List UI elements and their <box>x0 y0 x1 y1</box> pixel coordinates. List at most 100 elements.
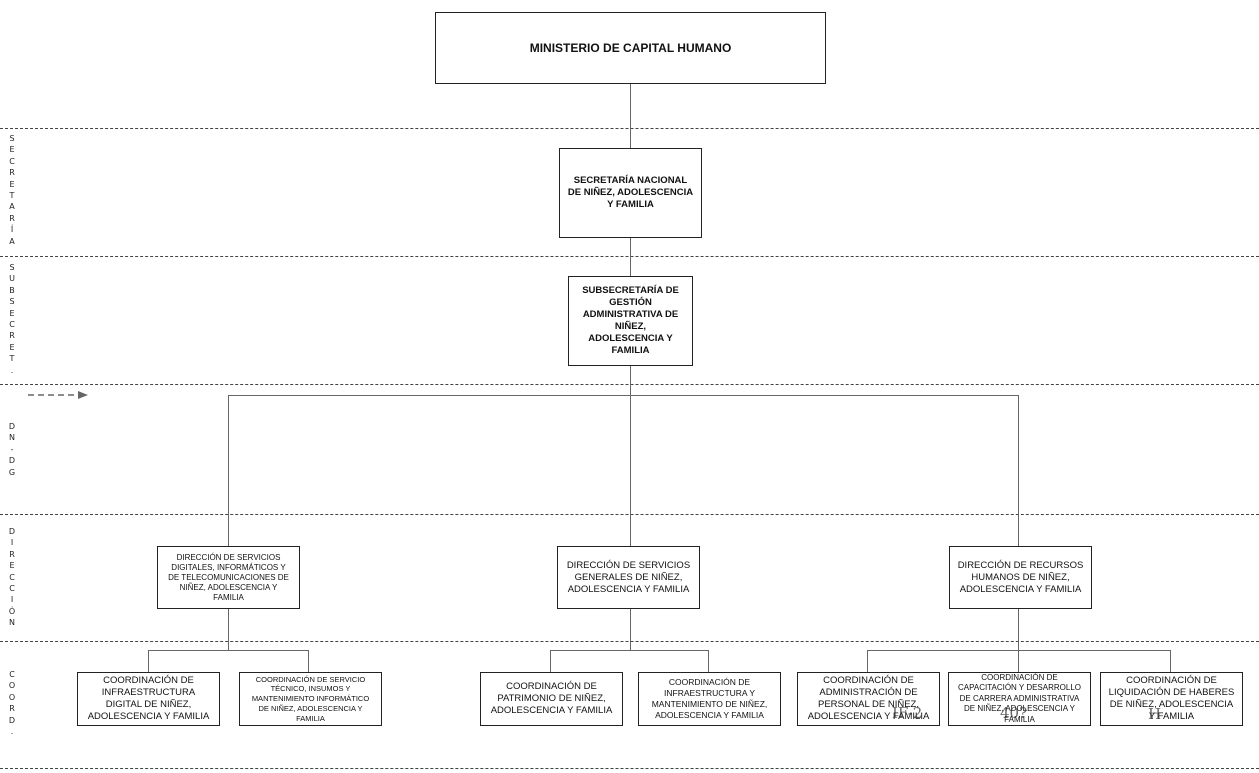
band-label-letter: D <box>8 422 16 431</box>
connector-line <box>867 650 1171 651</box>
connector-line <box>1018 608 1019 650</box>
coordinacion-infraestructura-digital-box: COORDINACIÓN DE INFRAESTRUCTURA DIGITAL … <box>77 672 220 726</box>
coordinacion-patrimonio-box: COORDINACIÓN DE PATRIMONIO DE NIÑEZ, ADO… <box>480 672 623 726</box>
dashed-arrow-icon <box>28 391 88 399</box>
band-label-letter: D <box>8 527 16 536</box>
coordinacion-label: COORDINACIÓN DE INFRAESTRUCTURA DIGITAL … <box>87 675 210 722</box>
band-separator <box>0 514 1259 515</box>
band-label-letter: C <box>9 156 15 166</box>
direccion-servicios-generales-box: DIRECCIÓN DE SERVICIOS GENERALES DE NIÑE… <box>557 546 700 609</box>
secretaria-box: SECRETARÍA NACIONAL DE NIÑEZ, ADOLESCENC… <box>559 148 702 238</box>
connector-line <box>228 395 1019 396</box>
connector-line <box>308 650 309 672</box>
band-label-letter: S <box>9 134 15 143</box>
band-label-letter: Ó <box>8 606 16 616</box>
band-label-letter: A <box>9 236 15 246</box>
coordinacion-liquidacion-haberes-box: COORDINACIÓN DE LIQUIDACIÓN DE HABERES D… <box>1100 672 1243 726</box>
connector-line <box>1170 650 1171 672</box>
connector-line <box>148 650 149 672</box>
coordinacion-capacitacion-box: COORDINACIÓN DE CAPACITACIÓN Y DESARROLL… <box>948 672 1091 726</box>
coordinacion-label: COORDINACIÓN DE CAPACITACIÓN Y DESARROLL… <box>958 672 1081 724</box>
document-stamp: H <box>1148 705 1162 723</box>
connector-line <box>550 650 551 672</box>
band-label-letter: T <box>9 354 15 364</box>
ministerio-label: MINISTERIO DE CAPITAL HUMANO <box>529 41 732 55</box>
band-label-letter: R <box>9 168 15 178</box>
band-label-letter: O <box>8 681 16 691</box>
band-label-letter: T <box>9 191 15 201</box>
band-label-letter: I <box>10 538 14 548</box>
coordinacion-servicio-tecnico-box: COORDINACIÓN DE SERVICIO TÉCNICO, INSUMO… <box>239 672 382 726</box>
connector-line <box>550 650 709 651</box>
connector-line <box>867 650 868 672</box>
band-label-letter: Í <box>10 225 14 235</box>
band-label-letter: B <box>9 285 15 295</box>
connector-line <box>708 650 709 672</box>
connector-line <box>148 650 309 651</box>
band-label-letter: S <box>9 297 15 307</box>
band-label-letter: C <box>9 670 15 679</box>
band-label-letter: . <box>10 727 14 737</box>
coordinacion-label: COORDINACIÓN DE LIQUIDACIÓN DE HABERES D… <box>1108 675 1235 722</box>
band-label-letter: - <box>10 444 14 454</box>
band-separator <box>0 641 1259 642</box>
connector-line <box>630 608 631 650</box>
band-label-letter: E <box>9 179 15 189</box>
connector-line <box>1018 395 1019 546</box>
connector-line <box>630 237 631 276</box>
band-label-letter: D <box>8 715 16 725</box>
connector-line <box>228 608 229 650</box>
band-label-letter: R <box>9 331 15 341</box>
coordinacion-infraestructura-mantenimiento-box: COORDINACIÓN DE INFRAESTRUCTURA Y MANTEN… <box>638 672 781 726</box>
coordinacion-label: COORDINACIÓN DE INFRAESTRUCTURA Y MANTEN… <box>651 677 768 720</box>
band-separator <box>0 768 1259 769</box>
connector-line <box>1018 650 1019 672</box>
band-label-letter: U <box>9 274 15 284</box>
direccion-label: DIRECCIÓN DE RECURSOS HUMANOS DE NIÑEZ, … <box>957 559 1084 595</box>
band-label-letter: I <box>10 595 14 605</box>
direccion-servicios-digitales-box: DIRECCIÓN DE SERVICIOS DIGITALES, INFORM… <box>157 546 300 609</box>
band-label-letter: D <box>8 456 16 466</box>
band-separator <box>0 128 1259 129</box>
connector-line <box>228 395 229 546</box>
coordinacion-label: COORDINACIÓN DE SERVICIO TÉCNICO, INSUMO… <box>251 674 370 723</box>
band-label-letter: N <box>9 433 15 443</box>
band-label-letter: G <box>8 467 16 477</box>
band-label-letter: O <box>8 692 16 702</box>
band-label-letter: E <box>9 308 15 318</box>
band-separator <box>0 384 1259 385</box>
ministerio-box: MINISTERIO DE CAPITAL HUMANO <box>435 12 826 84</box>
secretaria-label: SECRETARÍA NACIONAL DE NIÑEZ, ADOLESCENC… <box>567 175 694 210</box>
band-label-letter: E <box>9 145 15 155</box>
coordinacion-label: COORDINACIÓN DE ADMINISTRACIÓN DE PERSON… <box>807 675 930 722</box>
band-label-letter: R <box>9 549 15 559</box>
document-stamp: 40? <box>1000 704 1028 722</box>
coordinacion-label: COORDINACIÓN DE PATRIMONIO DE NIÑEZ, ADO… <box>490 681 613 716</box>
band-label-letter: C <box>9 320 15 330</box>
band-label-letter: S <box>9 263 15 272</box>
direccion-label: DIRECCIÓN DE SERVICIOS GENERALES DE NIÑE… <box>566 559 691 595</box>
band-label-letter: E <box>9 342 15 352</box>
document-stamp: IF-2 <box>892 704 923 722</box>
band-label-letter: . <box>10 365 14 375</box>
band-label-letter: N <box>9 618 15 628</box>
band-label-letter: E <box>9 561 15 571</box>
subsecretaria-label: SUBSECRETARÍA DE GESTIÓN ADMINISTRATIVA … <box>582 285 679 356</box>
subsecretaria-box: SUBSECRETARÍA DE GESTIÓN ADMINISTRATIVA … <box>568 276 693 366</box>
connector-line <box>630 83 631 148</box>
direccion-recursos-humanos-box: DIRECCIÓN DE RECURSOS HUMANOS DE NIÑEZ, … <box>949 546 1092 609</box>
band-separator <box>0 256 1259 257</box>
band-label-letter: R <box>9 704 15 714</box>
band-label-letter: C <box>9 584 15 594</box>
direccion-label: DIRECCIÓN DE SERVICIOS DIGITALES, INFORM… <box>168 552 289 602</box>
band-label-letter: C <box>9 572 15 582</box>
band-label-letter: R <box>9 213 15 223</box>
connector-line <box>630 365 631 546</box>
coordinacion-administracion-personal-box: COORDINACIÓN DE ADMINISTRACIÓN DE PERSON… <box>797 672 940 726</box>
band-label-letter: A <box>9 202 15 212</box>
